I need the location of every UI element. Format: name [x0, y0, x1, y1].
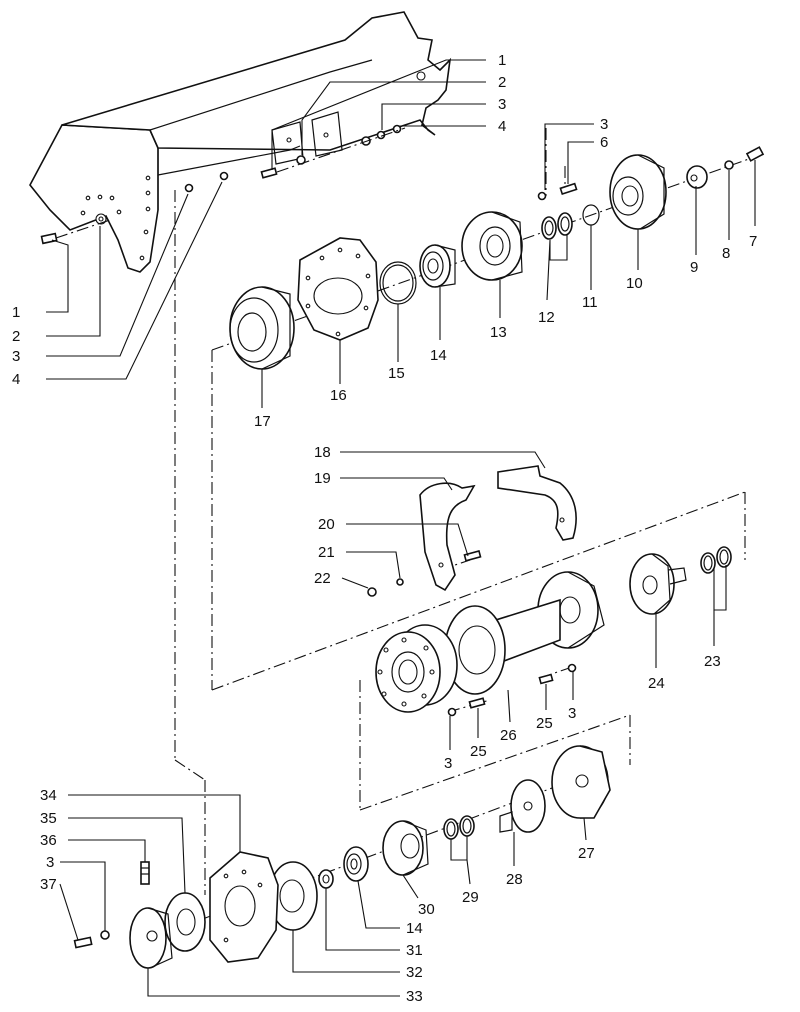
- label-31: 31: [406, 942, 423, 959]
- label-35: 35: [40, 810, 57, 827]
- label-18: 18: [314, 444, 331, 461]
- label-26: 26: [500, 727, 517, 744]
- leader-lines: [46, 59, 756, 997]
- label-11: 11: [582, 294, 598, 311]
- label-37: 37: [40, 876, 57, 893]
- label-34: 34: [40, 787, 57, 804]
- label-8: 8: [722, 245, 730, 262]
- label-14-lower: 14: [406, 920, 423, 937]
- label-21: 21: [318, 544, 335, 561]
- label-14-upper: 14: [430, 347, 447, 364]
- label-2-left: 2: [12, 328, 20, 345]
- label-1-top: 1: [498, 52, 506, 69]
- label-12: 12: [538, 309, 555, 326]
- label-15: 15: [388, 365, 405, 382]
- label-4-top: 4: [498, 118, 506, 135]
- label-4-left: 4: [12, 371, 20, 388]
- label-3-bottom: 3: [46, 854, 54, 871]
- label-29: 29: [462, 889, 479, 906]
- label-33: 33: [406, 988, 423, 1005]
- label-20: 20: [318, 516, 335, 533]
- label-6: 6: [600, 134, 608, 151]
- label-25-left: 25: [470, 743, 487, 760]
- part-number-labels: 1 2 3 4 1 2 3 4 3 6 7 8 9 10 11 12 13 14…: [12, 52, 757, 1005]
- label-10: 10: [626, 275, 643, 292]
- tine-blades: [367, 465, 577, 597]
- label-1-left: 1: [12, 304, 20, 321]
- label-19: 19: [314, 470, 331, 487]
- label-28: 28: [506, 871, 523, 888]
- label-2-top: 2: [498, 74, 506, 91]
- label-9: 9: [690, 259, 698, 276]
- label-36: 36: [40, 832, 57, 849]
- upper-hub-assembly: [229, 146, 765, 370]
- label-25-right: 25: [536, 715, 553, 732]
- label-3-upper: 3: [600, 116, 608, 133]
- label-13: 13: [490, 324, 507, 341]
- label-30: 30: [418, 901, 435, 918]
- label-17: 17: [254, 413, 271, 430]
- label-3-mid: 3: [444, 755, 452, 772]
- label-22: 22: [314, 570, 331, 587]
- label-16: 16: [330, 387, 347, 404]
- label-3-left: 3: [12, 348, 20, 365]
- housing-frame: [29, 11, 452, 273]
- lower-drive-assembly: [73, 745, 611, 969]
- label-23: 23: [704, 653, 721, 670]
- label-27: 27: [578, 845, 595, 862]
- rotor-shaft-assembly: [375, 546, 732, 717]
- label-24: 24: [648, 675, 665, 692]
- label-3-right: 3: [568, 705, 576, 722]
- label-32: 32: [406, 964, 423, 981]
- label-7: 7: [749, 233, 757, 250]
- label-3-top: 3: [498, 96, 506, 113]
